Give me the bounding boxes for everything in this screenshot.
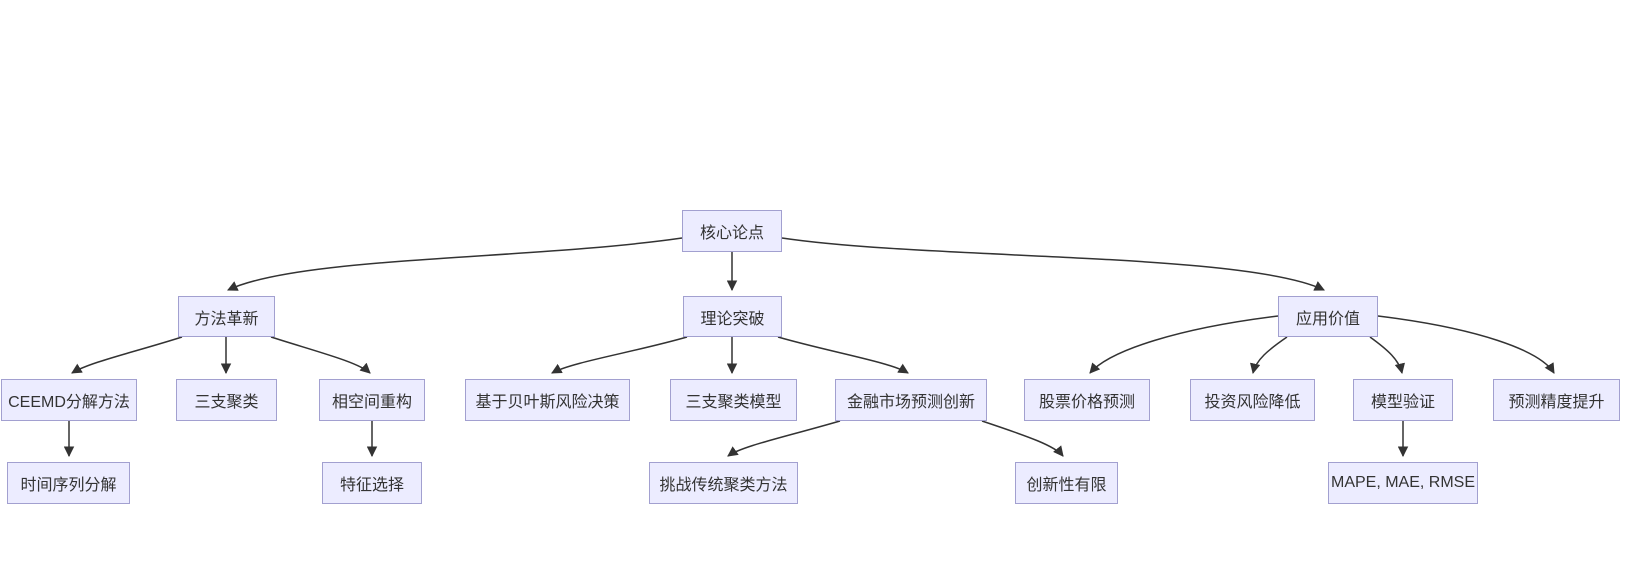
node-phase-space-reconstruction: 相空间重构 [319,379,425,421]
node-bayesian-risk-decision: 基于贝叶斯风险决策 [465,379,630,421]
node-investment-risk-reduction: 投资风险降低 [1190,379,1315,421]
node-three-way-clustering-model: 三支聚类模型 [670,379,797,421]
node-method-innovation: 方法革新 [178,296,275,337]
node-model-validation: 模型验证 [1353,379,1453,421]
edge-core-thesis--application-value [781,237,1325,291]
node-core-thesis: 核心论点 [682,210,782,252]
node-three-way-clustering: 三支聚类 [176,379,277,421]
edge-theory-breakthrough--financial-market-forecast-innovation [777,336,909,374]
node-feature-selection: 特征选择 [322,462,422,504]
node-limited-novelty: 创新性有限 [1015,462,1118,504]
node-financial-market-forecast-innovation: 金融市场预测创新 [835,379,987,421]
edge-application-value--model-validation [1369,336,1405,375]
node-challenge-traditional-clustering: 挑战传统聚类方法 [649,462,798,504]
edge-application-value--stock-price-prediction [1089,315,1279,374]
edge-financial-market-forecast-innovation--challenge-traditional-clustering [727,420,841,457]
node-forecast-accuracy-improvement: 预测精度提升 [1493,379,1620,421]
edge-method-innovation--ceemd-decomposition [71,336,183,374]
edge-financial-market-forecast-innovation--limited-novelty [981,420,1064,457]
node-application-value: 应用价值 [1278,296,1378,337]
node-ceemd-decomposition: CEEMD分解方法 [1,379,137,421]
node-theory-breakthrough: 理论突破 [683,296,782,337]
edge-core-thesis--method-innovation [227,237,683,291]
edge-theory-breakthrough--bayesian-risk-decision [551,336,688,374]
edge-application-value--investment-risk-reduction [1250,336,1288,375]
node-time-series-decomposition: 时间序列分解 [7,462,130,504]
node-stock-price-prediction: 股票价格预测 [1024,379,1150,421]
edge-method-innovation--phase-space-reconstruction [270,336,371,374]
node-evaluation-metrics: MAPE, MAE, RMSE [1328,462,1478,504]
edge-application-value--forecast-accuracy-improvement [1377,315,1555,374]
